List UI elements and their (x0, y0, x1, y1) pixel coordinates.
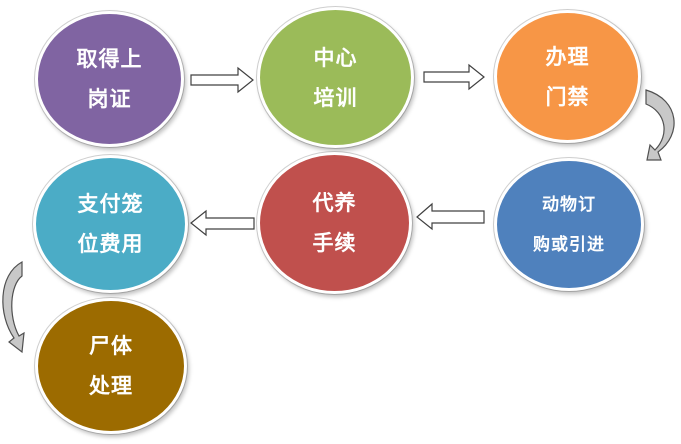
node-label-line: 取得上 (76, 47, 143, 71)
step-node-dongwu-dinggou: 动物订 购或引进 (494, 158, 644, 291)
node-label-line: 门禁 (545, 84, 590, 109)
step-node-qude-shanggang-zheng: 取得上 岗证 (35, 11, 184, 147)
node-label-line: 代养 (312, 191, 357, 215)
node-label-line: 手续 (312, 231, 357, 255)
node-label-line: 培训 (313, 85, 358, 110)
curved-arrow-down-2 (2, 260, 25, 354)
node-label-line: 购或引进 (533, 234, 605, 255)
node-label-line: 办理 (545, 44, 590, 69)
step-node-banli-menjin: 办理 门禁 (494, 10, 641, 143)
node-label-line: 处理 (89, 374, 133, 398)
node-label-line: 动物订 (542, 194, 596, 215)
node-label-line: 支付笼 (77, 192, 144, 216)
arrow-right-2 (423, 63, 485, 91)
node-label-line: 位费用 (77, 232, 144, 256)
arrow-left-2 (190, 209, 255, 237)
node-label-line: 中心 (313, 45, 358, 70)
node-label-line: 尸体 (89, 334, 133, 358)
node-label-line: 岗证 (87, 87, 132, 111)
arrow-left-1 (416, 202, 485, 231)
step-node-zhifu-longwei-feiyong: 支付笼 位费用 (33, 155, 188, 293)
arrow-right-1 (190, 66, 254, 94)
curved-arrow-down-1 (645, 89, 675, 161)
step-node-zhongxin-peixun: 中心 培训 (257, 7, 414, 148)
step-node-daiyang-shouxu: 代养 手续 (257, 152, 412, 294)
step-node-shiti-chuli: 尸体 处理 (35, 298, 187, 434)
